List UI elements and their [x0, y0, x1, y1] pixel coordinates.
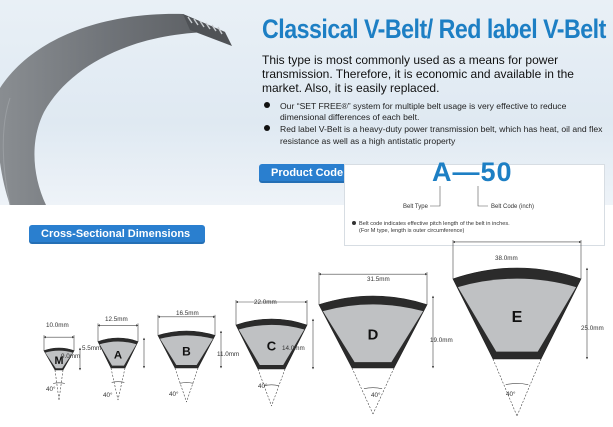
angle-line [117, 367, 126, 401]
section-type-label: C [267, 339, 277, 354]
section-fill [238, 324, 305, 365]
section-fill [45, 350, 73, 369]
height-value: 5.5mm [82, 345, 102, 352]
width-value: 22.0mm [254, 299, 277, 306]
angle-value: 40° [103, 392, 113, 399]
bullet-icon [264, 125, 270, 132]
angle-value: 40° [46, 386, 56, 393]
section-fill [457, 278, 577, 352]
section-type-label: A [114, 350, 122, 362]
section-type-label: E [512, 309, 523, 326]
angle-line [516, 358, 542, 417]
width-value: 38.0mm [495, 255, 518, 262]
bullet-icon [264, 102, 270, 108]
feature-item: Red label V-Belt is a heavy-duty power t… [262, 124, 612, 146]
page-title: Classical V-Belt/ Red label V-Belt [262, 14, 606, 44]
product-code-example: A—50 [432, 157, 513, 187]
angle-line [271, 368, 286, 407]
angle-arc [52, 382, 66, 384]
height-value: 14.0mm [282, 345, 305, 352]
height-value: 11.0mm [217, 351, 240, 358]
width-value: 16.5mm [176, 310, 199, 317]
intro-text: This type is most commonly used as a mea… [262, 53, 574, 96]
angle-value: 40° [506, 391, 516, 398]
v-belt-photo [0, 13, 232, 205]
note-line: (For M type, length is outer circumferen… [359, 228, 465, 235]
angle-arc [363, 387, 383, 389]
section-type-label: M [55, 355, 64, 367]
belt-type-label: Belt Type [403, 204, 428, 210]
section-fill [322, 304, 424, 363]
width-value: 12.5mm [105, 316, 128, 323]
feature-text: Our “SET FREE®” system for multiple belt… [280, 101, 567, 123]
product-code-box [344, 164, 605, 246]
angle-line [351, 367, 374, 415]
angle-line [492, 358, 518, 417]
section-type-label: D [368, 328, 379, 344]
width-value: 31.5mm [367, 276, 390, 283]
angle-line [110, 367, 119, 401]
width-value: 10.0mm [46, 322, 69, 329]
angle-line [257, 368, 272, 407]
height-value: 25.0mm [581, 325, 604, 332]
angle-line [372, 367, 395, 415]
angle-line [186, 367, 199, 403]
angle-line [174, 367, 187, 403]
note-line: Belt code indicates effective pitch leng… [359, 221, 510, 227]
height-value: 19.0mm [430, 337, 453, 344]
angle-arc [505, 383, 529, 385]
angle-value: 40° [258, 383, 268, 390]
cross-section-label: Cross-Sectional Dimensions [29, 225, 205, 244]
product-code-note: Belt code indicates effective pitch leng… [352, 221, 510, 236]
section-fill [99, 341, 137, 366]
angle-line [58, 369, 64, 401]
angle-arc [179, 382, 194, 384]
belt-code-label: Belt Code (inch) [491, 204, 535, 210]
angle-arc [111, 381, 125, 383]
height-value: 9.0mm [61, 353, 81, 360]
angle-value: 40° [169, 391, 179, 398]
angle-line [54, 369, 60, 401]
section-fill [159, 335, 214, 366]
section-type-label: B [182, 344, 191, 358]
feature-text: Red label V-Belt is a heavy-duty power t… [280, 124, 603, 146]
angle-value: 40° [371, 392, 381, 399]
product-code-label: Product Code [259, 164, 357, 183]
feature-list: Our “SET FREE®” system for multiple belt… [262, 101, 612, 148]
feature-item: Our “SET FREE®” system for multiple belt… [262, 101, 612, 123]
bullet-icon [352, 221, 356, 225]
angle-arc [264, 384, 279, 386]
